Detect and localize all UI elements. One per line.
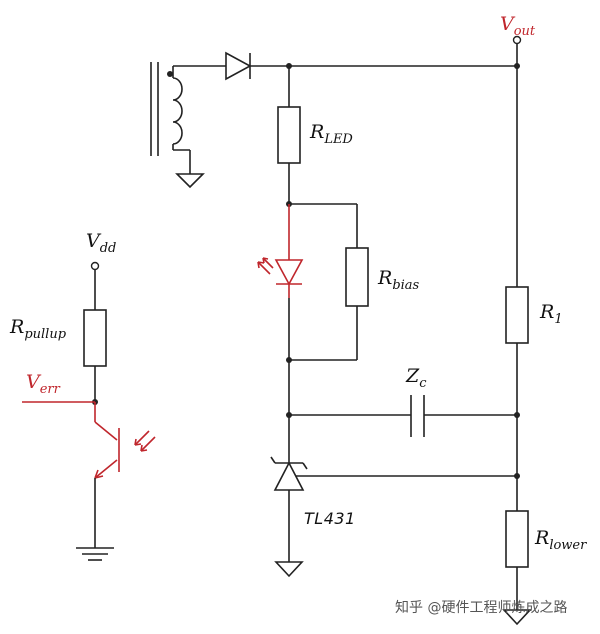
rectifier-diode: [225, 51, 517, 81]
watermark-text: 知乎 @硬件工程师炼成之路: [395, 599, 567, 616]
transformer-secondary: [150, 62, 226, 174]
transformer-ground-symbol: [175, 173, 205, 189]
resistor-rled: [277, 106, 301, 164]
vout-terminal: [512, 35, 522, 66]
rbias-label: Rbias: [377, 267, 420, 293]
optocoupler-led: [274, 204, 304, 360]
rled-label: RLED: [309, 121, 353, 147]
tl431-label: TL431: [304, 509, 356, 528]
resistor-rlower: [505, 510, 529, 568]
resistor-rbias: [345, 247, 369, 307]
tl431-shunt-regulator: [270, 456, 517, 562]
resistor-r1: [505, 286, 529, 344]
primary-ground-symbol: [76, 547, 114, 561]
tl431-ground-symbol: [274, 561, 304, 578]
resistor-rpullup: [83, 309, 107, 367]
verr-label: Verr: [26, 371, 61, 397]
rlower-label: Rlower: [534, 527, 587, 553]
led-emission-arrows-icon: [257, 257, 274, 275]
vdd-terminal: [90, 261, 100, 310]
compensation-capacitor-zc: [289, 395, 517, 437]
zc-label: Zc: [405, 365, 427, 391]
divider-ground-symbol: [502, 609, 532, 626]
vdd-label: Vdd: [86, 230, 116, 256]
rpullup-label: Rpullup: [9, 316, 67, 342]
phototransistor-light-arrows-icon: [134, 430, 156, 452]
r1-label: R1: [539, 301, 563, 327]
optocoupler-phototransistor: [94, 402, 120, 548]
vout-label: Vout: [500, 13, 536, 39]
